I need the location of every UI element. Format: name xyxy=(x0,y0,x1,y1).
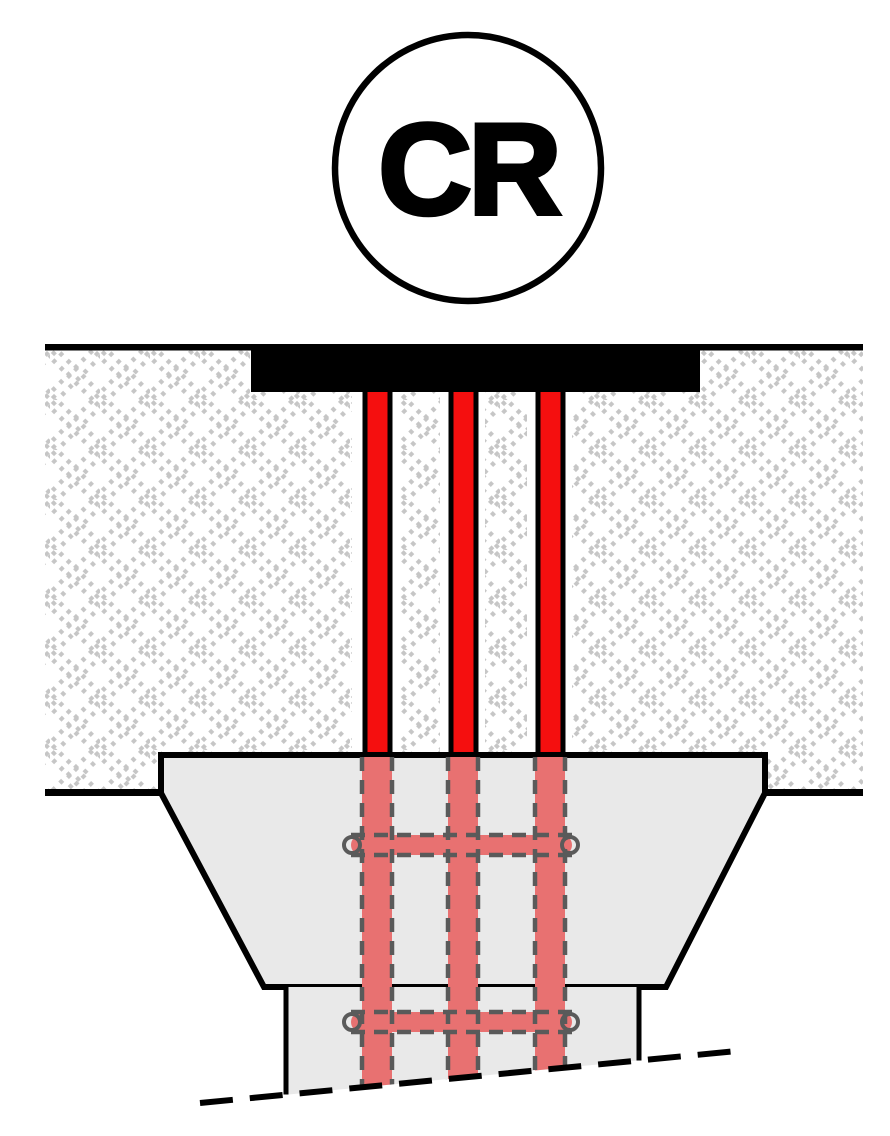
anchor-dowel-bar-1 xyxy=(362,377,393,760)
slab-bottom-line-right xyxy=(765,789,863,796)
bearing-plate xyxy=(251,344,700,392)
hidden-tie-bars xyxy=(351,835,572,1032)
hidden-rebar-vertical-2 xyxy=(448,757,478,1102)
pedestal-edges xyxy=(283,985,642,1095)
hidden-rebar-dashed-outlines xyxy=(351,757,572,1100)
callout-circle xyxy=(331,31,605,305)
callout-label: CR xyxy=(378,96,560,242)
slab-bottom-line-left xyxy=(45,789,161,796)
tie-hook-upper-left xyxy=(342,835,362,855)
hidden-tie-bar-lower xyxy=(351,1012,572,1032)
tie-hook-upper-right xyxy=(560,835,580,855)
grade-break-dashed-line xyxy=(199,1048,738,1106)
anchor-dowel-bar-3 xyxy=(535,377,566,760)
hidden-rebar-vertical-3 xyxy=(535,757,565,1102)
hidden-rebar-vertical-1 xyxy=(362,757,392,1102)
tie-hook-lower-right xyxy=(560,1012,580,1032)
tie-hook-lower-left xyxy=(342,1012,362,1032)
anchor-dowel-bar-2 xyxy=(448,377,479,760)
tie-bar-hooks xyxy=(342,835,580,1032)
hidden-tie-bar-upper xyxy=(351,835,572,855)
anchor-dowel-bars xyxy=(362,377,566,760)
hidden-rebar-verticals xyxy=(362,757,565,1102)
